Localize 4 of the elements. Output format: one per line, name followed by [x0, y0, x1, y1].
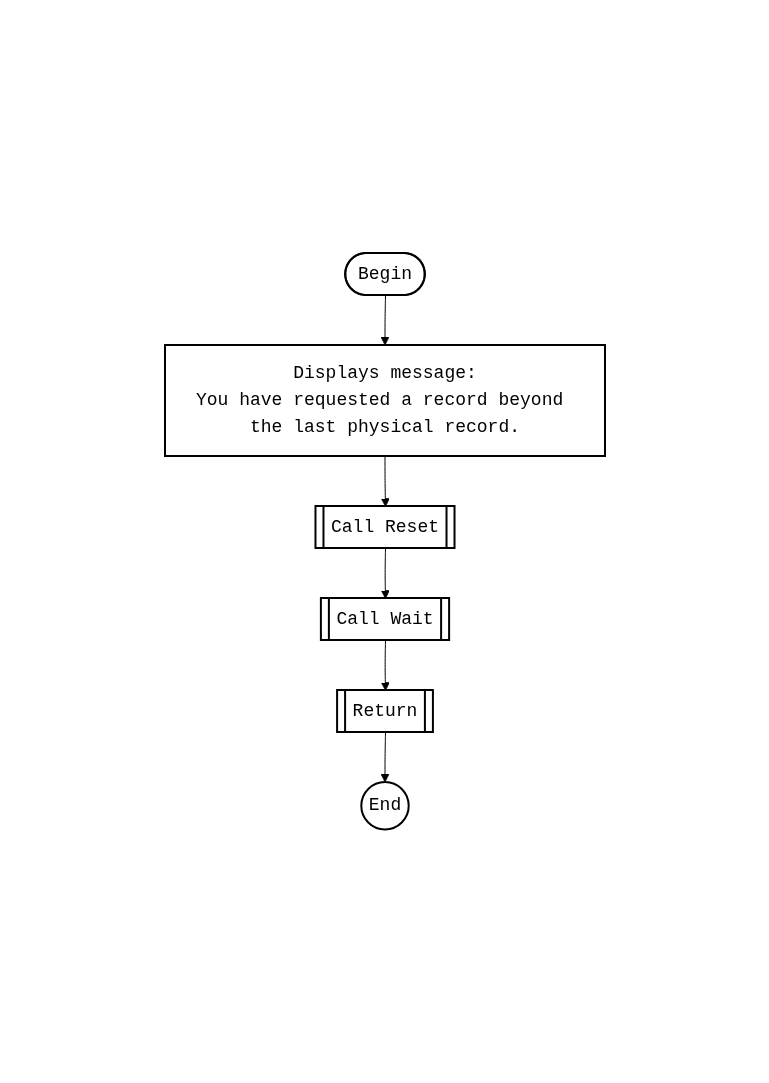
node-box: Displays message: You have requested a record beyond the last physical record.: [163, 344, 606, 458]
node-circle: End: [359, 781, 410, 831]
arrow: [380, 295, 389, 346]
arrow: [380, 732, 389, 783]
